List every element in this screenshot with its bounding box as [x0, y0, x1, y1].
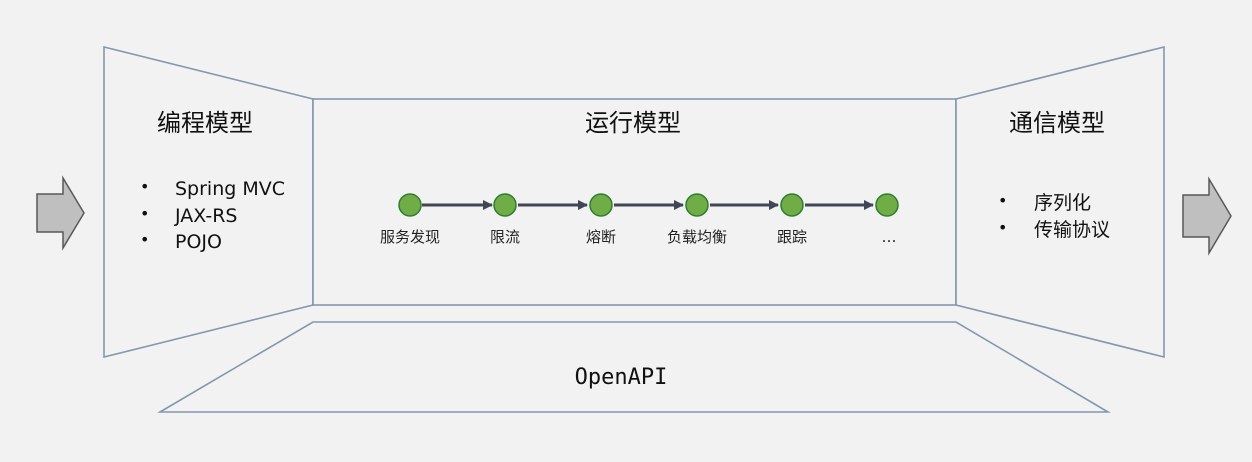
- programming-model-item-spring-mvc: Spring MVC: [175, 178, 285, 200]
- openapi-label: OpenAPI: [575, 365, 668, 390]
- programming-model-bullet: •: [140, 204, 149, 223]
- flow-node-service-discovery: [398, 193, 422, 217]
- openapi-panel: [157, 321, 1111, 413]
- programming-model-bullet: •: [140, 230, 149, 249]
- flow-node-more: [875, 193, 899, 217]
- step-label-rate-limit: 限流: [490, 228, 520, 246]
- step-label-circuit-breaker: 熔断: [586, 228, 616, 246]
- step-label-load-balance: 负载均衡: [667, 228, 727, 246]
- communication-model-item-transport-protocol: 传输协议: [1034, 219, 1110, 241]
- input-arrow-icon: [36, 175, 85, 251]
- communication-model-title: 通信模型: [1009, 109, 1105, 137]
- step-label-more: …: [882, 228, 897, 246]
- flow-node-circuit-breaker: [589, 193, 613, 217]
- programming-model-bullet: •: [140, 177, 149, 196]
- step-label-tracing: 跟踪: [777, 228, 807, 246]
- output-arrow-icon: [1182, 176, 1232, 256]
- step-label-service-discovery: 服务发现: [380, 228, 440, 246]
- flow-node-tracing: [780, 193, 804, 217]
- runtime-flow: 服务发现 限流 熔断 负载均衡 跟踪 …: [380, 193, 899, 246]
- flow-node-rate-limit: [493, 193, 517, 217]
- communication-model-item-serialization: 序列化: [1034, 192, 1091, 214]
- flow-node-load-balance: [685, 193, 709, 217]
- communication-model-bullet: •: [998, 191, 1007, 210]
- communication-model-panel: [955, 45, 1165, 359]
- programming-model-title: 编程模型: [157, 109, 253, 137]
- runtime-model-title: 运行模型: [585, 109, 681, 137]
- communication-model-bullet: •: [998, 218, 1007, 237]
- programming-model-panel: [103, 45, 314, 359]
- programming-model-item-pojo: POJO: [175, 231, 222, 253]
- programming-model-item-jax-rs: JAX-RS: [174, 205, 237, 227]
